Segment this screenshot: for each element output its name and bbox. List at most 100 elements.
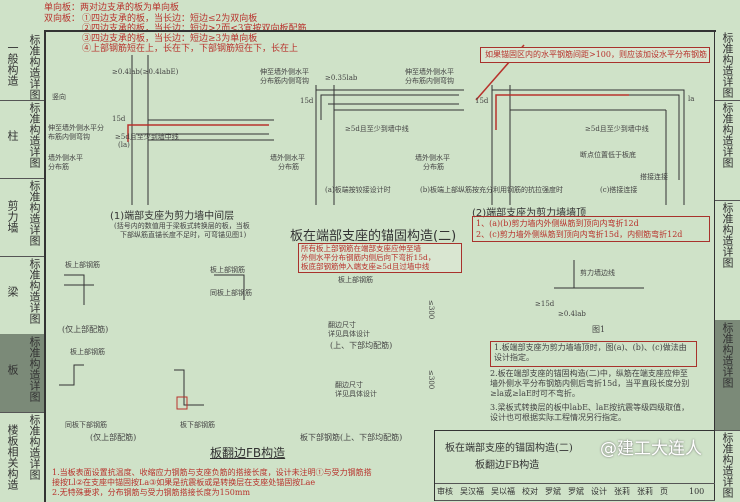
fb-label: 板下部钢筋 — [180, 421, 215, 429]
title-block-title1: 板在端部支座的锚固构造(二) — [445, 443, 573, 454]
section1-sub: (括号内的数值用于梁板式转换层的板，当板 — [114, 222, 250, 230]
fb-mid-label: (上、下部均配筋) — [330, 341, 393, 350]
cell: 页 — [660, 487, 668, 496]
tab-text: 标准构造详图 — [721, 322, 734, 388]
vertical-label: 竖向 — [52, 93, 66, 101]
bottom-note: 接按Ll②在支座中锚固按La③如果是抗震板或是转换层在支座处锚固按Lae — [52, 478, 316, 487]
right-note: 3.梁板式转换层的板中labE、laE按抗震等级四级取值，设计也可根据实际工程情… — [490, 403, 690, 422]
cell: 吴以福 — [491, 487, 515, 496]
section1-title: (1)端部支座为剪力墙中间层 — [110, 211, 235, 222]
anchor-label: ≥0.35lab — [325, 74, 358, 82]
detail-b — [475, 44, 634, 205]
title-block-signatures: 审核 吴汉福 吴以福 校对 罗斌 罗斌 设计 张莉 张莉 页 100 — [435, 483, 715, 501]
right-tab[interactable]: 标准构造详图 — [714, 30, 740, 101]
main-title: 板在端部支座的锚固构造(二) — [290, 229, 457, 244]
tab-category: 板 — [6, 363, 19, 375]
caption: (b)板端上部纵筋按充分利用钢筋的抗拉强度时 — [420, 186, 563, 194]
one-way-note: 单向板：两对边支承的板为单向板 — [44, 3, 180, 13]
right-note-box: 1.板端部支座为剪力墙墙顶时，图(a)、(b)、(c)做法由设计指定。 — [490, 341, 697, 367]
caption: (a)板端按铰接设计时 — [325, 186, 391, 194]
fb-mid-label: 详见具体设计 — [335, 390, 377, 398]
dim-label: ≤300 — [427, 300, 435, 320]
wall-dist-label: 墙外侧水平 — [270, 154, 305, 162]
section2-note: 2、(c)剪力墙外侧纵筋到顶向内弯折15d，内侧筋弯折12d — [476, 230, 683, 239]
dim-label: ≤300 — [427, 370, 435, 390]
tab-text: 标准构造详图 — [721, 432, 734, 498]
fb-mid-label: 板上部钢筋 — [338, 276, 373, 284]
two-way-label: 双向板： — [44, 14, 81, 24]
anchor-label: ≥0.4lab(≥0.4labE) — [112, 68, 179, 76]
tab-text: 标准构造详图 — [28, 102, 41, 168]
cell: 校对 — [522, 487, 538, 496]
bend-label: 伸至墙外侧水平 — [260, 68, 309, 76]
fb-label: (仅上部配筋) — [62, 325, 109, 334]
red-box-line: 板底部钢筋伸入端支座≥5d且过墙中线 — [301, 262, 430, 271]
cell: 设计 — [591, 487, 607, 496]
left-tab-column[interactable]: 标准构造详图柱 — [0, 100, 44, 179]
two-way-item: ①四边支承的板，当长边：短边≤2为双向板 — [82, 14, 258, 24]
tab-text: 标准构造详图 — [721, 202, 734, 268]
right-tab[interactable]: 标准构造详图 — [714, 430, 740, 500]
right-tab[interactable]: 标准构造详图 — [714, 100, 740, 201]
anchor-label: ≥5d且至少到墙中线 — [115, 133, 179, 141]
tab-text: 标准构造详图 — [28, 258, 41, 324]
wall-dist-label: 分布筋 — [278, 163, 299, 171]
dim-label: 15d — [112, 115, 126, 123]
bottom-note: 1.当板表面设置抗温度、收缩应力钢筋与支座负筋的搭接长度，设计未注明①与受力钢筋… — [52, 468, 372, 477]
red-note-box: 如果锚固区内的水平钢筋间距>100，则应该加设水平分布钢筋 — [480, 47, 710, 63]
fb-details — [59, 260, 644, 410]
fb-label: 板上部钢筋 — [70, 348, 105, 356]
red-box-line: 所有板上部钢筋在端部支座应伸至墙 — [301, 244, 421, 253]
tab-text: 标准构造详图 — [721, 32, 734, 98]
wall-dist-label: 分布筋 — [423, 163, 444, 171]
section2-title: (2)端部支座为剪力墙墙顶 — [472, 208, 587, 219]
red-box-line: 外侧水平分布钢筋内侧后向下弯折15d， — [301, 253, 436, 262]
left-tab-general[interactable]: 标准构造详图一般构造 — [0, 32, 44, 101]
splice-label: 搭接连接 — [640, 173, 668, 181]
section1-sub: 下部纵筋直锚长度不足时，可弯锚见图1) — [120, 231, 247, 239]
detail-c — [624, 89, 685, 205]
detail-mid-floor — [127, 55, 274, 205]
red-note-text: 如果锚固区内的水平钢筋间距>100，则应该加设水平分布钢筋 — [485, 50, 707, 59]
right-tab[interactable]: 标准构造详图 — [714, 200, 740, 321]
anchor-label: (la) — [118, 141, 130, 149]
two-way-item: ④上部钢筋短在上，长在下，下部钢筋短在下，长在上 — [82, 44, 299, 54]
title-block-title2: 板翻边FB构造 — [475, 460, 540, 471]
bend-label: 分布筋内侧弯钩 — [405, 77, 454, 85]
wall-dist-label: 墙外侧水平 — [415, 154, 450, 162]
right-note: 1.板端部支座为剪力墙墙顶时，图(a)、(b)、(c)做法由设计指定。 — [494, 343, 687, 362]
page-number: 100 — [689, 487, 705, 496]
detail-drawings — [59, 44, 685, 410]
left-tab-shear-wall[interactable]: 标准构造详图剪力墙 — [0, 178, 44, 257]
caption: (c)搭接连接 — [600, 186, 638, 194]
anchor-label: ≥5d且至少到墙中线 — [585, 125, 649, 133]
tab-category: 梁 — [6, 285, 19, 297]
right-tab-active[interactable]: 标准构造详图 — [714, 320, 740, 431]
tab-category: 楼板相关构造 — [6, 424, 19, 490]
cell: 审核 — [437, 487, 453, 496]
cell: 罗斌 — [545, 487, 561, 496]
fb-label: 板上部钢筋 — [210, 266, 245, 274]
tab-text: 标准构造详图 — [721, 102, 734, 168]
wall-dist-label: 墙外侧水平分布筋 — [48, 154, 83, 171]
title-block-title: 板在端部支座的锚固构造(二) 板翻边FB构造 — [435, 431, 715, 484]
dim-label: 15d — [300, 97, 314, 105]
fig1-dim: ≥15d — [535, 300, 555, 308]
two-way-item: ②四边支承的板，当长边：短边>2而<3宜按双向板配筋 — [82, 24, 307, 34]
tab-category: 柱 — [6, 129, 19, 141]
red-box-mid: 所有板上部钢筋在端部支座应伸至墙 外侧水平分布钢筋内侧后向下弯折15d， 板底部… — [298, 243, 462, 273]
fb-label: (仅上部配筋) — [90, 433, 137, 442]
left-tab-slab-related[interactable]: 标准构造详图楼板相关构造 — [0, 412, 44, 500]
fig1-caption: 图1 — [592, 325, 606, 334]
fb-label: 板上部钢筋 — [65, 261, 100, 269]
section2-notes-box: 1、(a)(b)剪力墙内外侧纵筋到顶向内弯折12d 2、(c)剪力墙外侧纵筋到顶… — [472, 216, 710, 242]
section2-note: 1、(a)(b)剪力墙内外侧纵筋到顶向内弯折12d — [476, 219, 639, 228]
tab-text: 标准构造详图 — [28, 336, 41, 402]
cell: 吴汉福 — [460, 487, 484, 496]
fb-label: 同板上部钢筋 — [210, 289, 252, 297]
bend-label: 分布筋内侧弯钩 — [260, 77, 309, 85]
fb-mid-label: 翻边尺寸 — [335, 381, 363, 389]
left-tab-slab[interactable]: 标准构造详图板 — [0, 334, 44, 413]
dim-label: la — [688, 95, 695, 103]
left-tab-beam[interactable]: 标准构造详图梁 — [0, 256, 44, 335]
